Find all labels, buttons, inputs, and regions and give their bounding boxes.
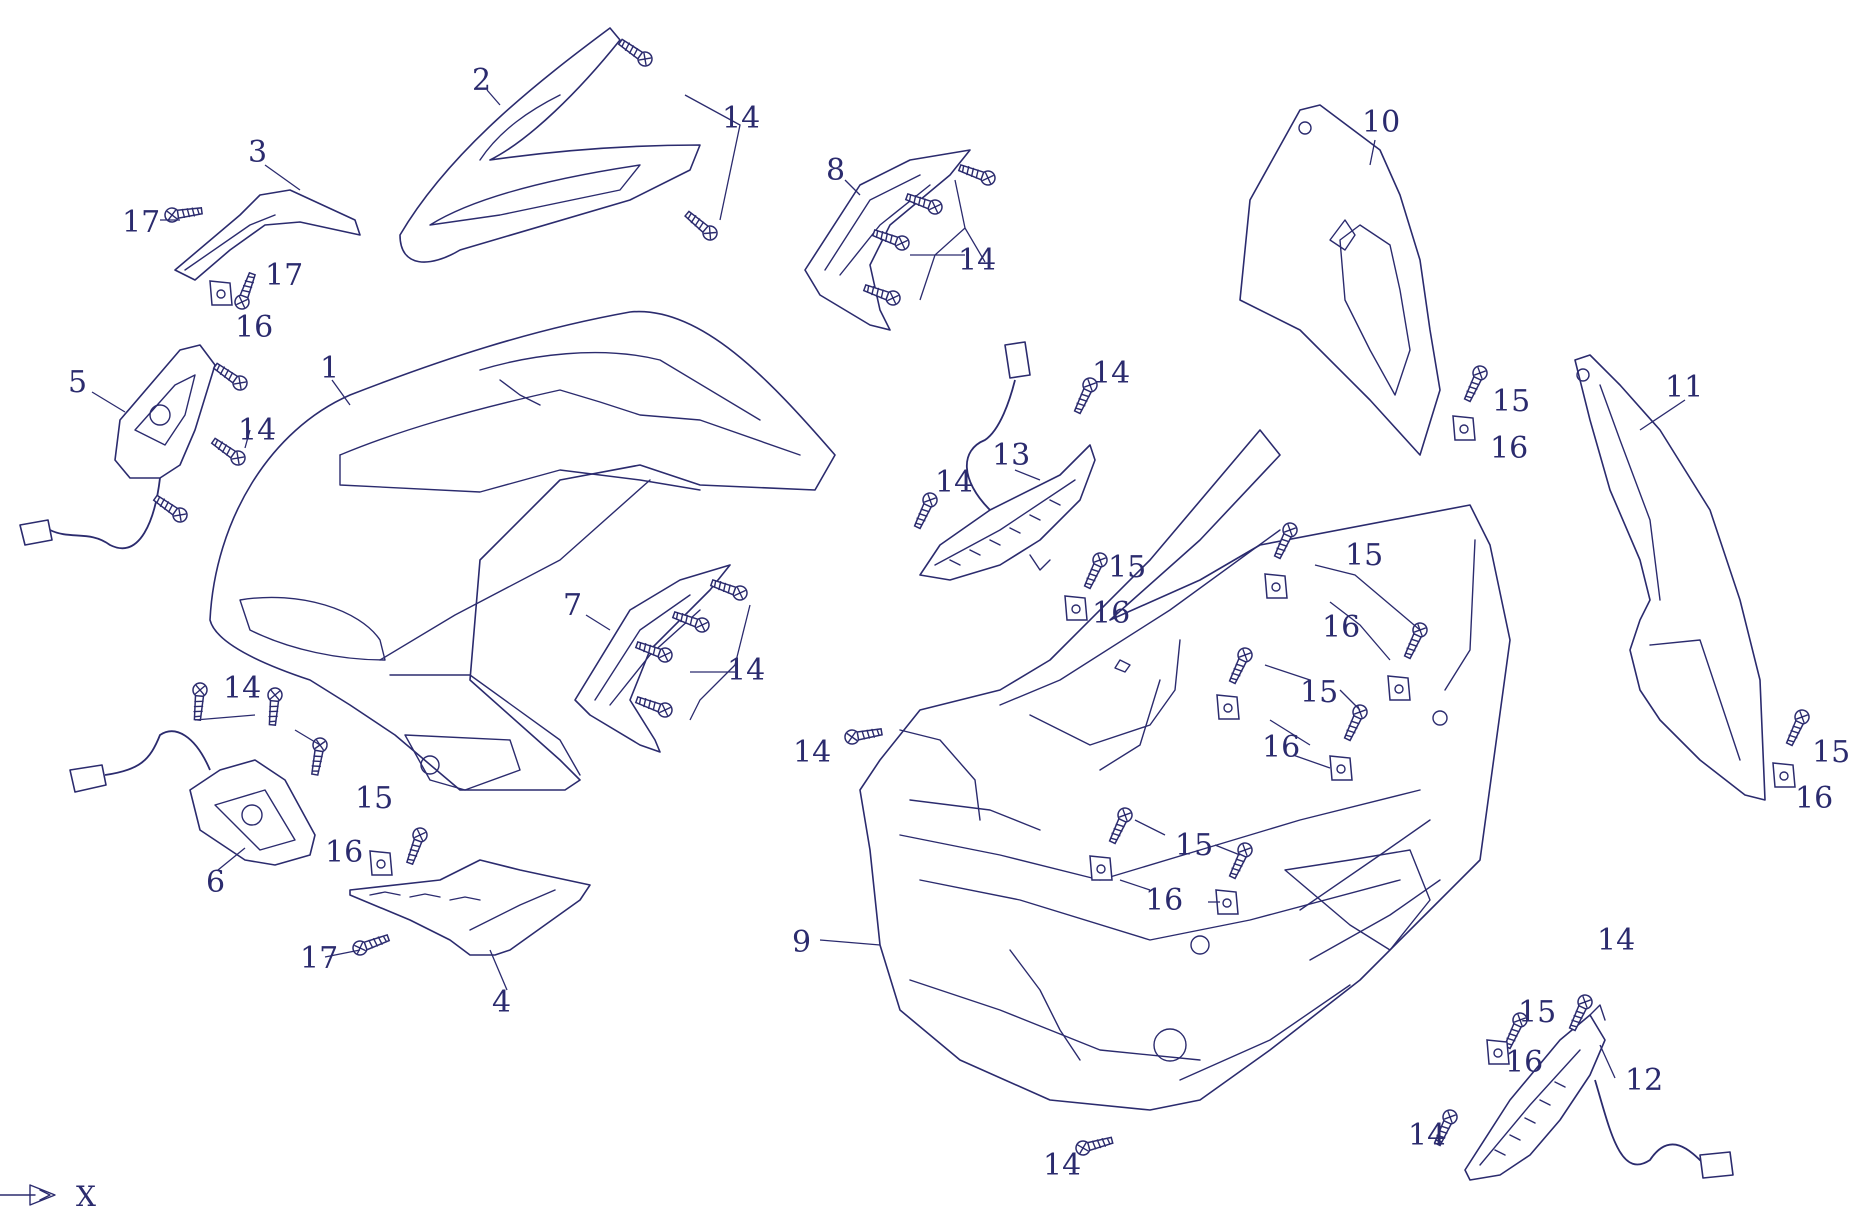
label-part-14: 14 — [1408, 1118, 1446, 1153]
label-part-12: 12 — [1625, 1063, 1663, 1098]
part-7-side-trim — [574, 564, 731, 753]
label-part-14: 14 — [727, 653, 765, 688]
label-part-16: 16 — [235, 310, 273, 345]
label-part-15: 15 — [1492, 384, 1530, 419]
part-2-upper-trim — [399, 27, 701, 263]
part-3-side-panel — [174, 189, 361, 281]
screw — [264, 686, 284, 727]
clip-nut — [1387, 675, 1411, 701]
label-part-16: 16 — [1505, 1045, 1543, 1080]
label-part-16: 16 — [1145, 883, 1183, 918]
clip-nut — [1264, 573, 1288, 599]
screw — [708, 575, 750, 603]
label-part-14: 14 — [958, 243, 996, 278]
screw — [350, 930, 392, 958]
label-part-15: 15 — [1175, 828, 1213, 863]
clip-nut — [1452, 415, 1476, 441]
label-part-9: 9 — [792, 925, 811, 960]
label-part-15: 15 — [1108, 550, 1146, 585]
clip-nut — [369, 850, 393, 876]
leader-lines — [91, 89, 1686, 1079]
clip-nut — [209, 280, 233, 306]
screw — [1782, 706, 1813, 748]
label-part-6: 6 — [206, 865, 225, 900]
clip-nut — [1329, 755, 1353, 781]
label-part-14: 14 — [1597, 923, 1635, 958]
label-part-1: 1 — [320, 351, 339, 386]
label-part-5: 5 — [68, 365, 87, 400]
part-13-position-light-left — [919, 341, 1096, 581]
label-part-3: 3 — [248, 135, 267, 170]
label-part-13: 13 — [992, 438, 1030, 473]
label-part-17: 17 — [265, 258, 303, 293]
screw — [402, 825, 430, 867]
label-part-14: 14 — [223, 671, 261, 706]
label-part-14: 14 — [793, 735, 831, 770]
clip-nut — [1089, 855, 1113, 881]
screw — [615, 35, 656, 70]
label-part-2: 2 — [472, 63, 491, 98]
screw — [1460, 362, 1491, 404]
label-part-8: 8 — [826, 153, 845, 188]
axis-label-x: X — [76, 1180, 96, 1210]
label-part-16: 16 — [1322, 610, 1360, 645]
label-part-7: 7 — [563, 588, 582, 623]
label-part-15: 15 — [1345, 538, 1383, 573]
screw — [210, 359, 251, 394]
label-part-16: 16 — [1262, 730, 1300, 765]
label-part-16: 16 — [1795, 781, 1833, 816]
part-11-side-fairing-right — [1574, 354, 1766, 801]
screw — [1080, 549, 1111, 591]
clip-nut — [1772, 762, 1796, 788]
part-4-lower-trim — [349, 859, 591, 956]
screw — [843, 724, 884, 746]
label-part-17: 17 — [300, 941, 338, 976]
label-part-16: 16 — [1092, 596, 1130, 631]
part-10-side-fairing-upper — [1239, 104, 1441, 456]
label-part-15: 15 — [1812, 735, 1850, 770]
label-part-4: 4 — [492, 985, 511, 1020]
clip-nut — [1064, 595, 1088, 621]
part-6-turn-signal-right — [69, 730, 316, 866]
screw — [956, 160, 998, 188]
label-part-17: 17 — [122, 205, 160, 240]
label-part-16: 16 — [1490, 431, 1528, 466]
label-part-10: 10 — [1362, 105, 1400, 140]
label-part-11: 11 — [1665, 370, 1703, 405]
label-part-16: 16 — [325, 835, 363, 870]
label-part-14: 14 — [722, 101, 760, 136]
screw — [150, 491, 191, 526]
part-5-turn-signal-left — [19, 344, 216, 549]
label-part-14: 14 — [238, 413, 276, 448]
screw — [232, 270, 260, 312]
label-part-15: 15 — [1300, 675, 1338, 710]
screw — [189, 681, 209, 722]
part-1-front-cowl — [209, 310, 836, 791]
screw — [307, 736, 329, 777]
part-labels: 1 2 3 4 5 6 7 8 9 10 11 12 13 14 14 14 1… — [68, 63, 1850, 1183]
label-part-14: 14 — [935, 465, 973, 500]
label-part-15: 15 — [355, 781, 393, 816]
part-9-inner-body — [859, 429, 1511, 1111]
label-part-14: 14 — [1043, 1148, 1081, 1183]
axis-indicator: X — [0, 1180, 96, 1210]
screw — [681, 207, 721, 244]
label-part-15: 15 — [1518, 995, 1556, 1030]
part-12-position-light-right — [1464, 1004, 1734, 1181]
label-part-14: 14 — [1092, 356, 1130, 391]
clip-nut — [1216, 694, 1240, 720]
